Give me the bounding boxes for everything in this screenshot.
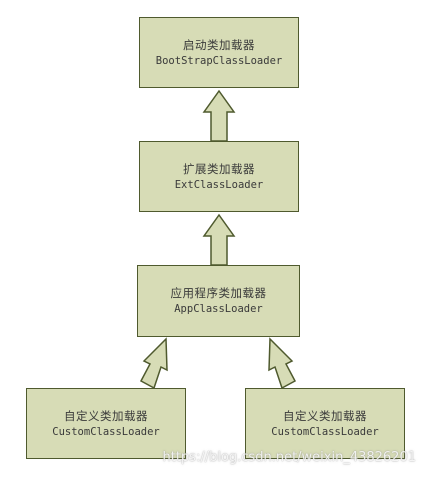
custom-right-name: CustomClassLoader [271,425,379,438]
app-title: 应用程序类加载器 [170,286,267,300]
watermark-text: https://blog.csdn.net/weixin_43826201 [162,450,416,465]
arrow-app-to-ext [202,213,236,266]
bootstrap-title: 启动类加载器 [183,37,255,52]
custom-right-title: 自定义类加载器 [283,408,367,423]
app-classloader-box: 应用程序类加载器 AppClassLoader [137,265,300,337]
bootstrap-classloader-box: 启动类加载器 BootStrapClassLoader [139,17,299,88]
custom-left-name: CustomClassLoader [52,425,160,438]
bootstrap-name: BootStrapClassLoader [155,54,283,67]
arrow-ext-to-bootstrap [202,89,236,142]
custom-classloader-box-left: 自定义类加载器 CustomClassLoader [26,388,186,459]
arrow-custom-left-to-app [139,337,168,390]
ext-name: ExtClassLoader [174,178,264,191]
custom-left-title: 自定义类加载器 [64,408,148,423]
arrow-custom-right-to-app [268,337,297,390]
ext-classloader-box: 扩展类加载器 ExtClassLoader [139,141,299,212]
custom-classloader-box-right: 自定义类加载器 CustomClassLoader [245,388,405,459]
ext-title: 扩展类加载器 [183,161,255,176]
app-name: AppClassLoader [174,303,263,315]
